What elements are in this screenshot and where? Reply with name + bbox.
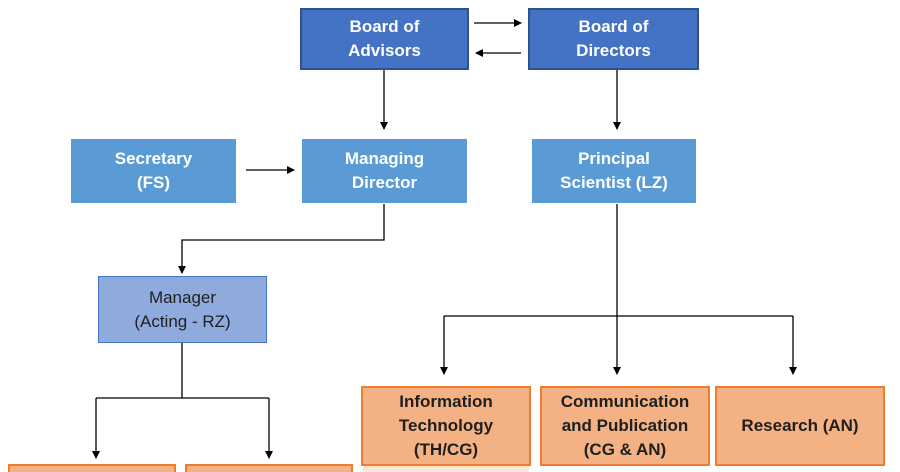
unit-box-right	[185, 464, 353, 472]
manager-label: Manager (Acting - RZ)	[134, 287, 231, 331]
secretary-node: Secretary (FS)	[71, 139, 236, 203]
research-label: Research (AN)	[741, 416, 859, 435]
board-of-directors-node: Board of Directors	[528, 8, 699, 70]
secretary-label: Secretary (FS)	[114, 149, 193, 192]
managing-director-label: Managing Director	[344, 149, 425, 192]
information-technology-label: Information Technology (TH/CG)	[398, 392, 494, 459]
board-of-advisors-label: Board of Advisors	[348, 17, 421, 60]
communication-publication-label: Communication and Publication (CG & AN)	[560, 392, 690, 459]
subunit-box-it	[363, 466, 529, 472]
principal-scientist-node: Principal Scientist (LZ)	[532, 139, 696, 203]
manager-node: Manager (Acting - RZ)	[98, 276, 267, 343]
unit-box-left	[8, 464, 176, 472]
managing-director-node: Managing Director	[302, 139, 467, 203]
research-node: Research (AN)	[715, 386, 885, 466]
board-of-directors-label: Board of Directors	[576, 17, 651, 60]
principal-scientist-label: Principal Scientist (LZ)	[560, 149, 668, 192]
board-of-advisors-node: Board of Advisors	[300, 8, 469, 70]
communication-publication-node: Communication and Publication (CG & AN)	[540, 386, 710, 466]
arrow-managing-director-to-manager	[178, 204, 385, 274]
information-technology-node: Information Technology (TH/CG)	[361, 386, 531, 466]
